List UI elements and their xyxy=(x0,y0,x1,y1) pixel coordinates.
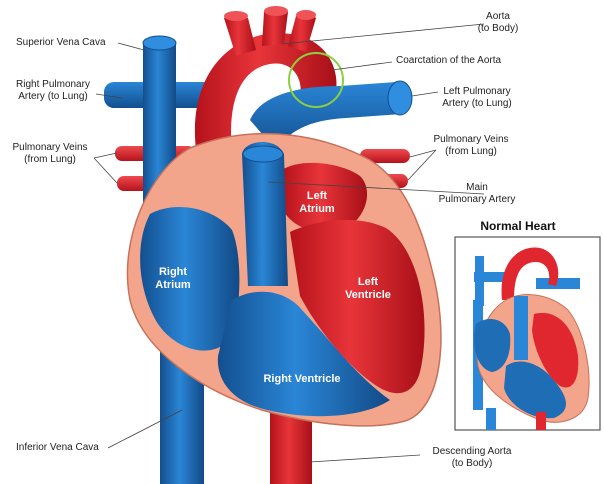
label-right-ventricle: Right Ventricle xyxy=(254,373,350,386)
label-right-pulmonary-artery: Right Pulmonary Artery (to Lung) xyxy=(10,79,96,103)
right-atrium-chamber xyxy=(140,207,240,351)
right-ventricle-chamber xyxy=(217,291,390,417)
label-left-pulmonary-artery: Left Pulmonary Artery (to Lung) xyxy=(432,86,522,110)
label-da-line2: (to Body) xyxy=(451,458,493,469)
label-rpa-line1: Right Pulmonary xyxy=(16,79,90,90)
label-pv-right-line1: Pulmonary Veins xyxy=(433,134,509,145)
label-pv-right-line2: (from Lung) xyxy=(445,146,497,157)
label-lv-line2: Ventricle xyxy=(345,289,391,301)
label-mpa-line2: Pulmonary Artery xyxy=(438,194,516,205)
label-main-pulmonary-artery: Main Pulmonary Artery xyxy=(432,182,522,206)
label-lv-line1: Left xyxy=(357,276,379,288)
label-aorta-line2: (to Body) xyxy=(477,23,519,34)
label-la-line1: Left xyxy=(306,190,328,202)
label-inferior-vena-cava: Inferior Vena Cava xyxy=(16,442,99,454)
label-pulmonary-veins-right: Pulmonary Veins (from Lung) xyxy=(426,134,516,158)
label-descending-aorta: Descending Aorta (to Body) xyxy=(420,446,524,470)
label-svc-line1: Superior Vena Cava xyxy=(16,37,106,48)
label-left-ventricle: Left Ventricle xyxy=(338,276,398,302)
label-lpa-line1: Left Pulmonary xyxy=(443,86,511,97)
aorta-arch xyxy=(194,33,337,150)
label-mpa-line1: Main xyxy=(466,182,488,193)
label-coarctation: Coarctation of the Aorta xyxy=(396,55,501,67)
label-da-line1: Descending Aorta xyxy=(432,446,512,457)
inset-normal-heart xyxy=(454,236,601,431)
label-pulmonary-veins-left: Pulmonary Veins (from Lung) xyxy=(6,142,94,166)
inset-title: Normal Heart xyxy=(480,219,556,233)
label-right-atrium: Right Atrium xyxy=(148,266,198,292)
left-atrium-chamber xyxy=(282,162,368,233)
label-left-atrium: Left Atrium xyxy=(292,190,342,216)
label-ra-line2: Atrium xyxy=(155,279,191,291)
label-la-line2: Atrium xyxy=(299,203,335,215)
label-superior-vena-cava: Superior Vena Cava xyxy=(16,37,106,49)
label-pv-left-line1: Pulmonary Veins xyxy=(12,142,88,153)
main-pulmonary-artery xyxy=(242,141,288,286)
label-ra-line1: Right xyxy=(158,266,188,278)
label-aorta-line1: Aorta xyxy=(486,11,510,22)
label-lpa-line2: Artery (to Lung) xyxy=(442,98,512,109)
label-aorta: Aorta (to Body) xyxy=(458,11,538,35)
label-pv-left-line2: (from Lung) xyxy=(24,154,76,165)
leader-lines xyxy=(93,23,485,463)
label-ivc-line1: Inferior Vena Cava xyxy=(16,442,99,453)
left-pulmonary-artery xyxy=(250,82,402,150)
label-coarctation-line1: Coarctation of the Aorta xyxy=(396,55,502,66)
left-ventricle-chamber xyxy=(290,219,425,394)
superior-vena-cava xyxy=(143,39,176,206)
label-rv-line1: Right Ventricle xyxy=(263,373,341,385)
label-rpa-line2: Artery (to Lung) xyxy=(18,91,88,102)
coarctation-highlight xyxy=(288,52,344,108)
